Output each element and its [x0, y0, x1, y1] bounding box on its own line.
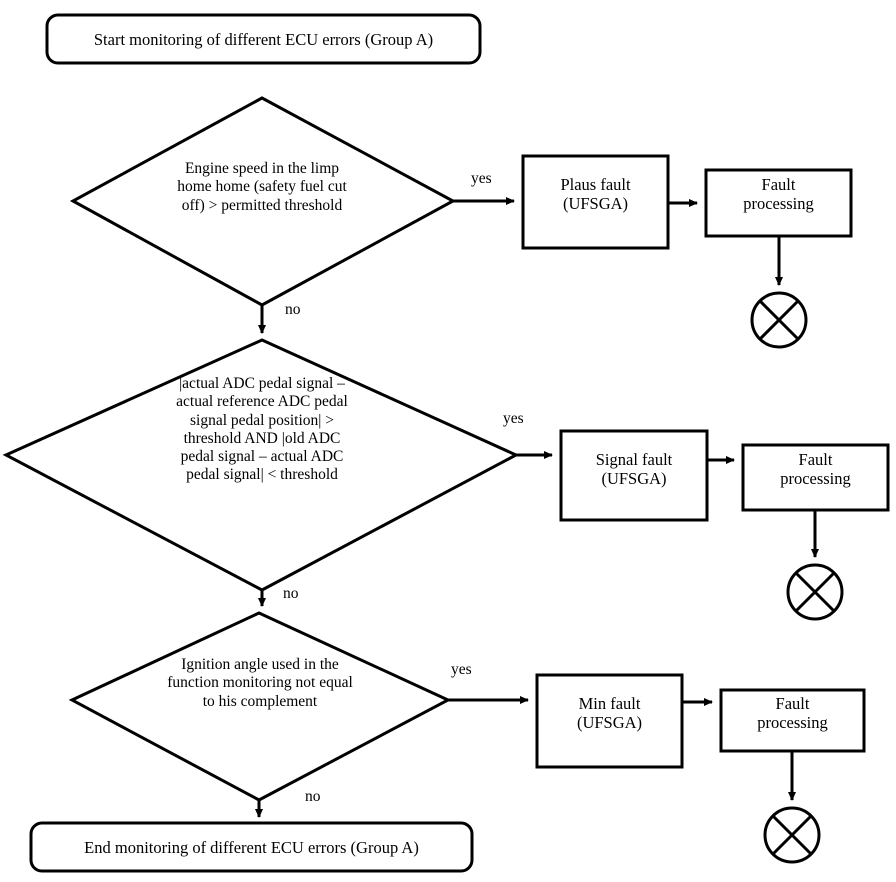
terminator1-shape[interactable] — [750, 291, 808, 349]
decision3-shape[interactable] — [68, 611, 452, 802]
edge-label-no-3: no — [305, 788, 321, 805]
terminator2-shape[interactable] — [786, 563, 844, 621]
edge-label-no-1: no — [285, 301, 301, 318]
terminator3-shape[interactable] — [763, 806, 821, 864]
processing1-shape[interactable] — [704, 168, 853, 238]
edge-label-yes-2: yes — [503, 410, 524, 427]
fault2-shape[interactable] — [559, 429, 709, 522]
processing2-shape[interactable] — [741, 443, 890, 512]
fault1-shape[interactable] — [521, 154, 670, 250]
start-node-shape[interactable] — [45, 13, 482, 65]
edge-label-yes-3: yes — [451, 661, 472, 678]
processing3-shape[interactable] — [719, 688, 866, 753]
decision1-shape[interactable] — [69, 96, 457, 307]
decision2-shape[interactable] — [2, 338, 520, 592]
end-node-shape[interactable] — [29, 821, 474, 873]
fault3-shape[interactable] — [535, 673, 684, 769]
edge-label-no-2: no — [283, 585, 299, 602]
edge-label-yes-1: yes — [471, 170, 492, 187]
